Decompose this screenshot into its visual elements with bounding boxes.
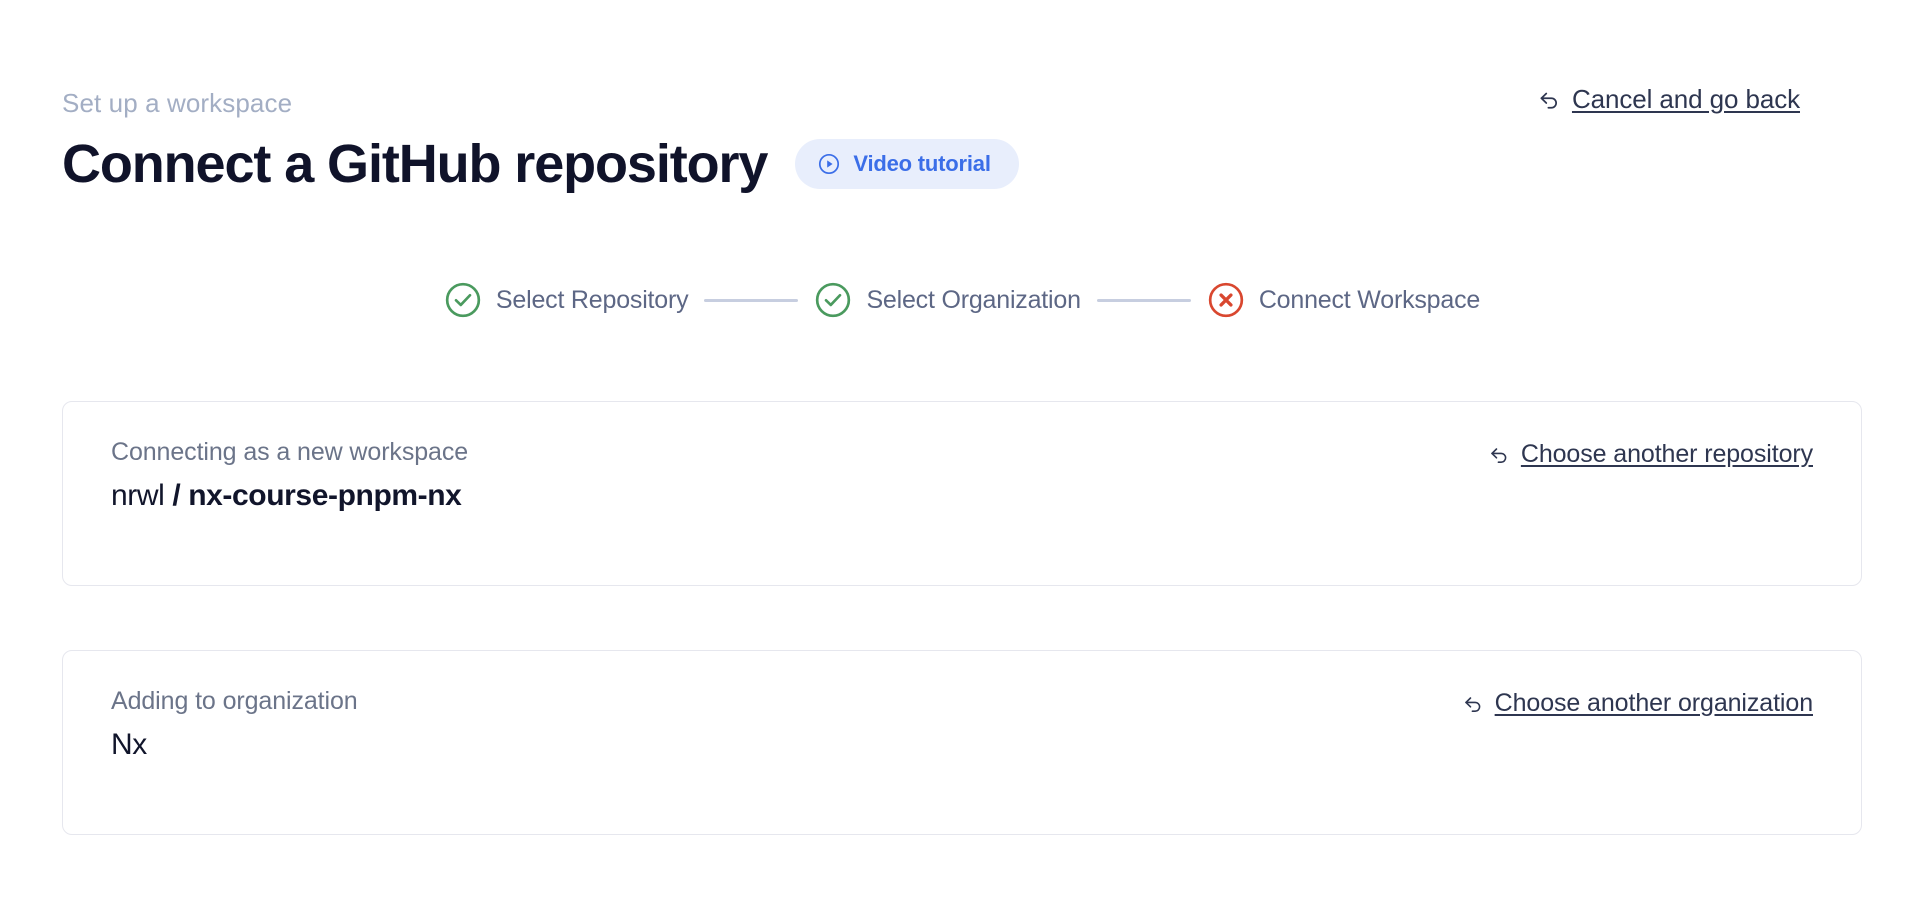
video-tutorial-label: Video tutorial [853,151,991,177]
organization-card-caption: Adding to organization [111,687,358,716]
step-label-connect-workspace: Connect Workspace [1258,285,1481,314]
organization-card-value: Nx [111,728,358,762]
check-circle-icon [444,281,482,319]
choose-another-repository-label: Choose another repository [1520,440,1813,469]
repository-separator: / [164,479,189,513]
organization-card-head: Adding to organization Nx Choose another… [111,687,1813,762]
step-select-organization[interactable]: Select Organization [814,281,1081,319]
progress-stepper: Select Repository Select Organization Co… [62,281,1862,319]
organization-card: Adding to organization Nx Choose another… [62,650,1862,836]
page-title: Connect a GitHub repository [62,134,768,195]
choose-another-organization-link[interactable]: Choose another organization [1461,689,1813,718]
check-circle-icon [814,281,852,319]
organization-name: Nx [111,728,147,762]
undo-arrow-icon [1461,692,1485,716]
play-circle-icon [817,152,841,176]
choose-another-organization-label: Choose another organization [1494,689,1813,718]
undo-arrow-icon [1487,443,1511,467]
step-connector-1 [704,298,799,302]
repository-card-text: Connecting as a new workspace nrwl / nx-… [111,438,468,513]
repository-name: nx-course-pnpm-nx [188,479,462,513]
organization-card-text: Adding to organization Nx [111,687,358,762]
cancel-and-go-back-link[interactable]: Cancel and go back [1536,84,1800,115]
step-label-select-organization: Select Organization [866,285,1081,314]
choose-another-repository-link[interactable]: Choose another repository [1487,440,1813,469]
repository-card-head: Connecting as a new workspace nrwl / nx-… [111,438,1813,513]
video-tutorial-button[interactable]: Video tutorial [795,139,1019,190]
page-header: Set up a workspace Connect a GitHub repo… [62,0,1862,195]
summary-cards: Connecting as a new workspace nrwl / nx-… [62,401,1862,836]
repository-card-value: nrwl / nx-course-pnpm-nx [111,479,468,513]
title-row: Connect a GitHub repository Video tutori… [62,133,1862,195]
breadcrumb-eyebrow: Set up a workspace [62,88,293,118]
repository-card: Connecting as a new workspace nrwl / nx-… [62,401,1862,587]
cancel-and-go-back-label: Cancel and go back [1571,84,1800,114]
repository-card-caption: Connecting as a new workspace [111,438,469,467]
repository-owner: nrwl [111,479,165,513]
step-connector-2 [1096,298,1191,302]
step-label-select-repository: Select Repository [495,285,689,314]
step-select-repository[interactable]: Select Repository [444,281,689,319]
step-connect-workspace[interactable]: Connect Workspace [1207,281,1480,319]
x-circle-icon [1207,281,1245,319]
undo-arrow-icon [1536,87,1562,113]
